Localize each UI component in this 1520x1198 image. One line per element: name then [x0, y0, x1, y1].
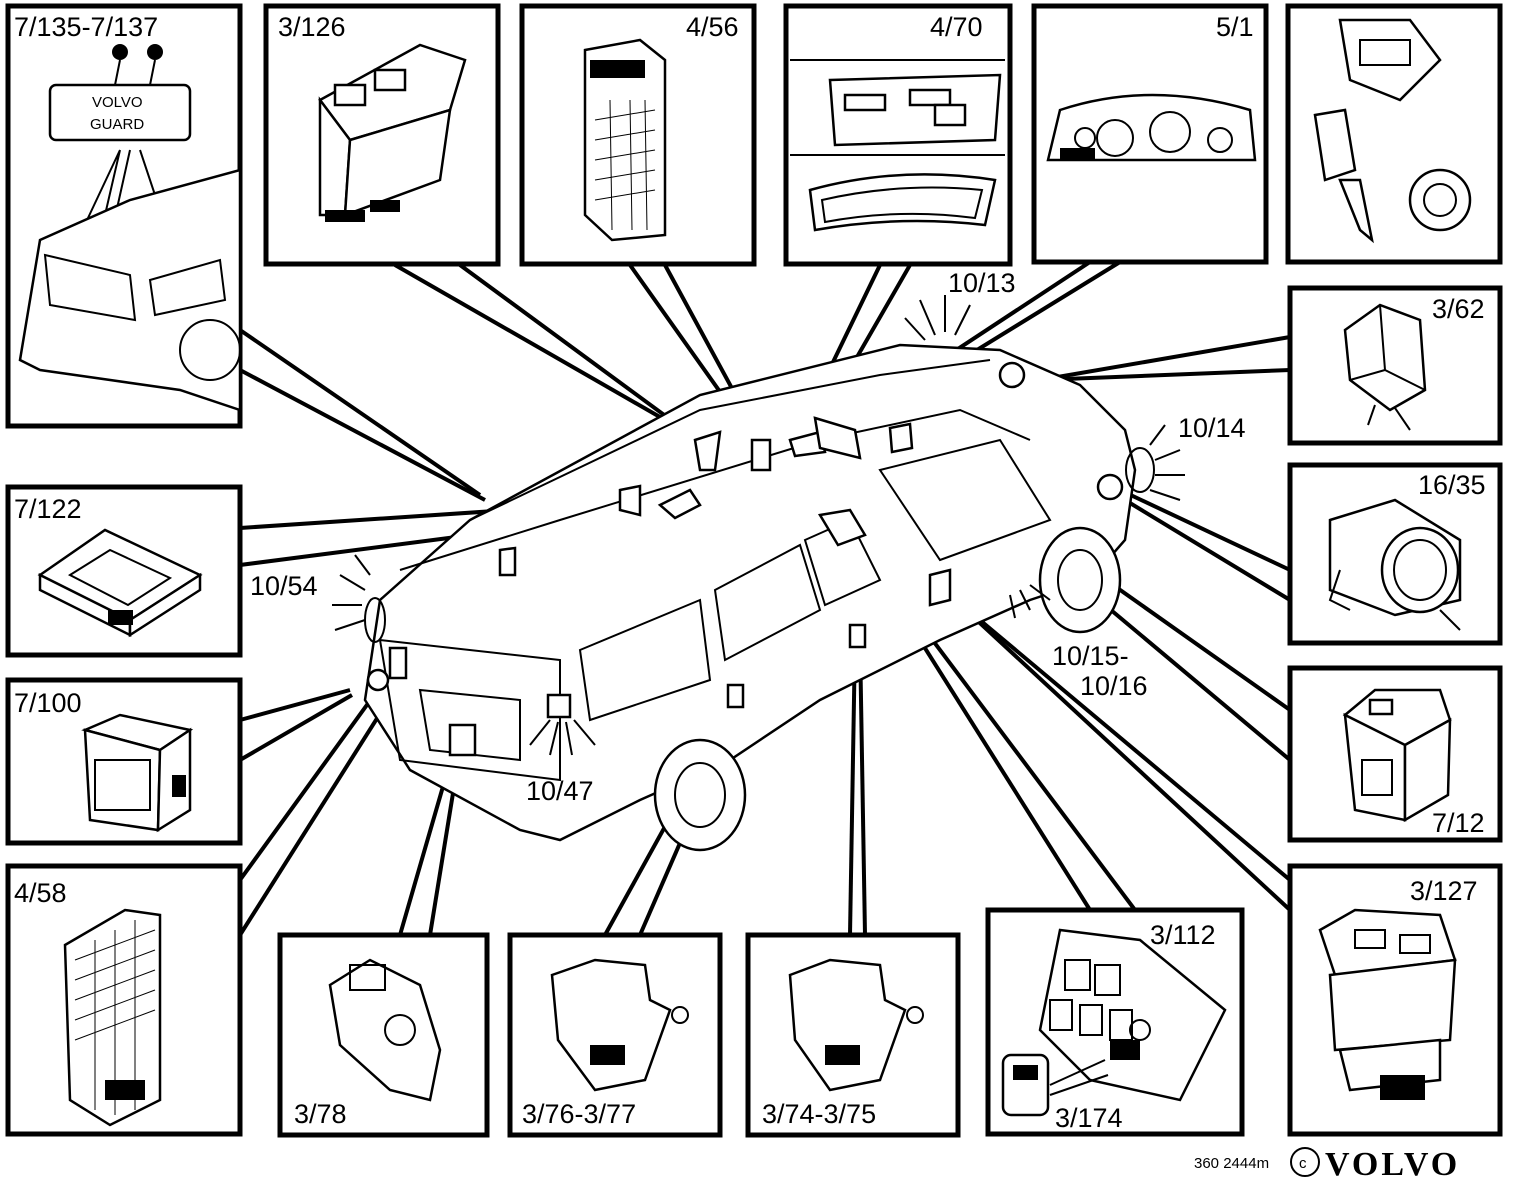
box-16-35: 16/35: [1287, 462, 1503, 646]
box-4-56: 4/56: [519, 3, 757, 267]
box-4-58: 4/58: [5, 863, 243, 1137]
label-4-70: 4/70: [930, 12, 983, 42]
car-body: [363, 343, 1137, 842]
label-10-14: 10/14: [1178, 413, 1246, 443]
box-7-122: 7/122: [5, 484, 243, 658]
label-10-16: 10/16: [1080, 671, 1148, 701]
box-7-12: 7/12: [1287, 665, 1503, 843]
label-3-74-3-75: 3/74-3/75: [762, 1099, 876, 1129]
label-10-47: 10/47: [526, 776, 594, 806]
label-7-122: 7/122: [14, 494, 82, 524]
rear-wheel: [653, 738, 747, 852]
box-7-100: 7/100: [5, 677, 243, 846]
label-7-135-7-137: 7/135-7/137: [14, 12, 158, 42]
door-lock-actuator: [550, 958, 672, 1092]
label-10-54: 10/54: [250, 571, 318, 601]
box-3-78: 3/78: [277, 932, 490, 1138]
label-3-174: 3/174: [1055, 1103, 1123, 1133]
volvo-guard-sticker: [48, 83, 192, 142]
sticker-text-volvo: VOLVO: [92, 94, 143, 111]
horn-rays-10-13: [904, 295, 971, 341]
label-7-100: 7/100: [14, 688, 82, 718]
label-3-78: 3/78: [294, 1099, 347, 1129]
box-keys: [1285, 3, 1503, 265]
label-4-58: 4/58: [14, 878, 67, 908]
box-5-1: 5/1: [1031, 3, 1269, 265]
copyright-icon: [1290, 1147, 1320, 1177]
light-rays-10-14: [1149, 424, 1185, 501]
box-3-126: 3/126: [263, 3, 501, 267]
label-3-76-3-77: 3/76-3/77: [522, 1099, 636, 1129]
box-3-62: 3/62: [1287, 285, 1503, 446]
label-3-127: 3/127: [1410, 876, 1478, 906]
label-5-1: 5/1: [1216, 12, 1254, 42]
svg-text:c: c: [1299, 1155, 1307, 1172]
door-lock-actuator: [788, 958, 907, 1092]
box-3-127: 3/127: [1287, 863, 1503, 1137]
figure-id: 360 2444m: [1194, 1155, 1269, 1172]
label-16-35: 16/35: [1418, 470, 1486, 500]
label-7-12: 7/12: [1432, 808, 1485, 838]
car-illustration: [332, 295, 1185, 852]
ignition-lock-icon: [1408, 168, 1472, 232]
light-rays-10-54: [332, 554, 371, 631]
label-3-62: 3/62: [1432, 294, 1485, 324]
rear-view-mirror: [808, 173, 997, 232]
box-3-76-3-77: 3/76-3/77: [507, 932, 723, 1138]
label-3-112: 3/112: [1150, 920, 1216, 950]
control-module: [63, 908, 162, 1127]
front-wheel: [1038, 526, 1122, 634]
instrument-cluster: [1046, 93, 1257, 162]
label-10-13: 10/13: [948, 268, 1016, 298]
label-4-56: 4/56: [686, 12, 739, 42]
volvo-logo: VOLVO: [1325, 1146, 1460, 1183]
sticker-text-guard: GUARD: [90, 116, 144, 133]
box-7-135-7-137: 7/135-7/137 VOLVO GUARD: [5, 3, 243, 429]
light-rays-10-47: [529, 719, 596, 756]
small-switch-3-174: [1001, 1053, 1050, 1117]
light-rays-10-15: [1009, 584, 1051, 619]
box-3-112-3-174: 3/112 3/174: [985, 907, 1245, 1137]
label-10-15: 10/15-: [1052, 641, 1129, 671]
label-3-126: 3/126: [278, 12, 346, 42]
box-3-74-3-75: 3/74-3/75: [745, 932, 961, 1138]
box-4-70: 4/70: [783, 3, 1013, 267]
